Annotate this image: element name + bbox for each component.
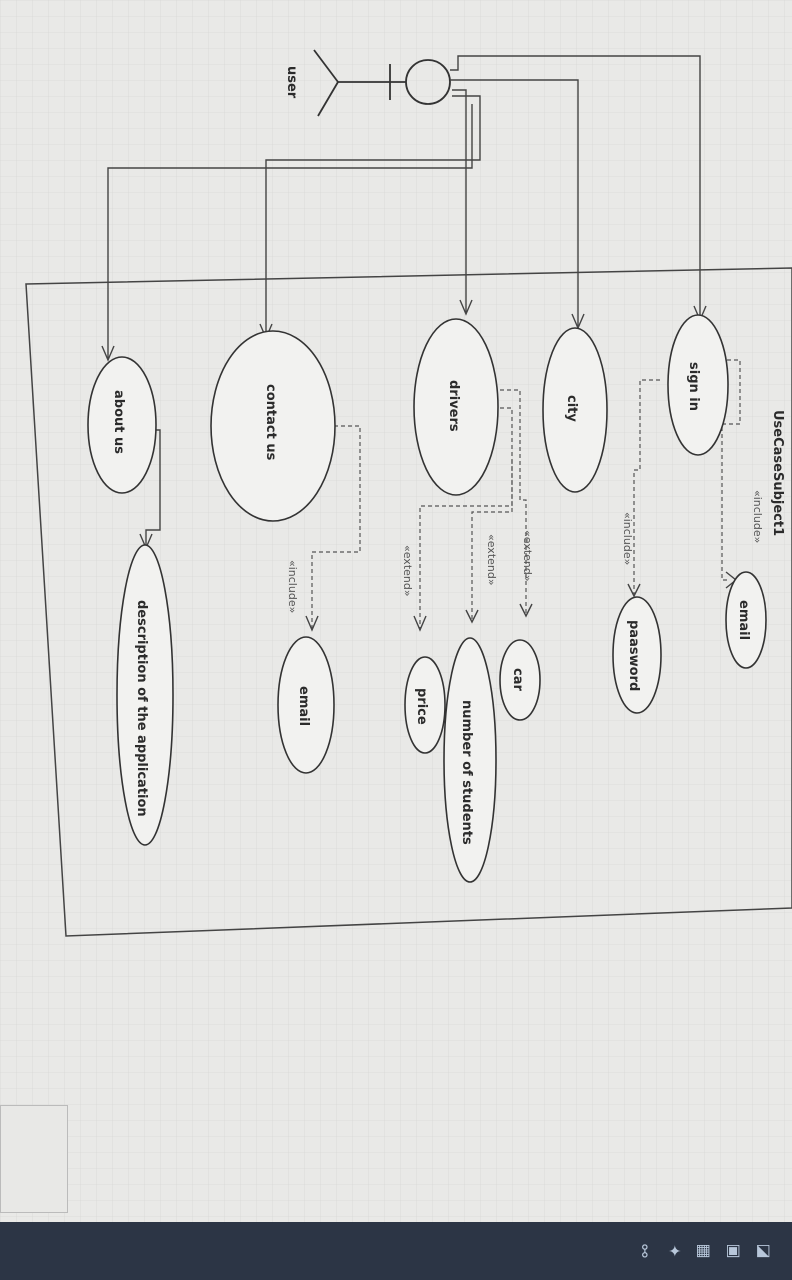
arrow-include-paasword	[627, 583, 641, 598]
use-case-about-us-shape	[87, 356, 157, 494]
arrow-include-email-contact	[305, 615, 319, 632]
actor-label: user	[284, 66, 299, 99]
include-email-contact	[311, 425, 361, 628]
use-case-sign-in[interactable]: sign in	[667, 314, 729, 456]
use-case-price-shape	[404, 656, 446, 754]
use-case-sign-in-label: sign in	[686, 362, 701, 411]
use-case-price-label: price	[414, 688, 429, 725]
use-case-about-us-label: about us	[111, 390, 126, 454]
grid-icon[interactable]: ▦	[695, 1243, 714, 1259]
use-case-email-signin-shape	[725, 571, 767, 669]
use-case-contact-us-label: contact us	[263, 384, 278, 461]
settings-icon[interactable]: ✦	[665, 1244, 684, 1258]
associations	[101, 55, 707, 362]
use-case-about-us[interactable]: about us	[87, 356, 157, 494]
bookmark-icon[interactable]: ◪	[755, 1243, 774, 1259]
arrow-extend-price	[413, 615, 427, 632]
use-case-description-label: description of the application	[134, 600, 149, 817]
system-boundary	[25, 267, 792, 937]
use-case-number-of-students-label: number of students	[459, 700, 474, 845]
taskbar: ⚯ ✦ ▦ ▣ ◪	[0, 1222, 792, 1280]
use-case-car[interactable]: car	[499, 639, 541, 721]
assoc-city	[450, 79, 579, 326]
arrow-drivers	[459, 299, 473, 316]
stereotype-include-paasword: «include»	[621, 512, 634, 565]
include-paasword	[633, 379, 660, 594]
assoc-contact-us	[265, 95, 481, 336]
stereotype-extend-number-of-students: «extend»	[485, 534, 498, 586]
assoc-about-us	[107, 104, 473, 358]
use-case-description[interactable]: description of the application	[116, 544, 174, 846]
grid-pattern	[0, 0, 792, 1230]
arrow-about-us	[101, 345, 115, 362]
use-case-paasword[interactable]: paasword	[612, 596, 662, 714]
panel-icon[interactable]: ▣	[725, 1243, 744, 1259]
use-case-email-contact[interactable]: email	[277, 636, 335, 774]
stereotype-include-email: «include»	[751, 490, 764, 543]
extend-price	[419, 460, 513, 628]
arrow-extend-number-of-students	[465, 609, 479, 624]
assoc-drivers	[452, 89, 467, 312]
use-case-city-shape	[542, 327, 608, 493]
use-case-sign-in-shape	[667, 314, 729, 456]
use-case-contact-us-shape	[210, 330, 336, 522]
actor-leg-left	[313, 49, 339, 83]
actor-user[interactable]: user	[284, 49, 451, 117]
extend-number-of-students	[471, 407, 513, 620]
extend-car	[500, 389, 527, 614]
relations	[139, 359, 741, 632]
arrow-extend-car	[519, 603, 533, 618]
use-case-description-shape	[116, 544, 174, 846]
use-case-email-contact-shape	[277, 636, 335, 774]
stereotype-extend-car: «extend»	[521, 530, 534, 582]
share-icon[interactable]: ⚯	[635, 1244, 654, 1258]
use-case-contact-us[interactable]: contact us	[210, 330, 336, 522]
use-case-email-signin[interactable]: email	[725, 571, 767, 669]
thumbnail-preview	[0, 1105, 68, 1213]
actor-leg-right	[317, 81, 339, 117]
use-case-paasword-label: paasword	[626, 620, 641, 691]
use-case-drivers-label: drivers	[446, 380, 461, 432]
use-case-city-label: city	[564, 395, 579, 422]
stereotype-include-email-contact: «include»	[286, 560, 299, 613]
use-case-drivers[interactable]: drivers	[413, 318, 499, 496]
use-case-drivers-shape	[413, 318, 499, 496]
assoc-sign-in	[450, 55, 701, 318]
use-case-email-contact-label: email	[296, 686, 311, 726]
use-case-city[interactable]: city	[542, 327, 608, 493]
use-case-email-signin-label: email	[736, 600, 751, 640]
use-case-number-of-students-shape	[443, 637, 497, 883]
subject-title: UseCaseSubject1	[770, 410, 785, 536]
include-email	[706, 359, 741, 581]
use-case-price[interactable]: price	[404, 656, 446, 754]
stereotype-extend-price: «extend»	[401, 545, 414, 597]
use-case-paasword-shape	[612, 596, 662, 714]
use-case-car-label: car	[510, 668, 525, 691]
use-case-car-shape	[499, 639, 541, 721]
use-case-number-of-students[interactable]: number of students	[443, 637, 497, 883]
taskbar-icons: ⚯ ✦ ▦ ▣ ◪	[634, 1224, 774, 1278]
